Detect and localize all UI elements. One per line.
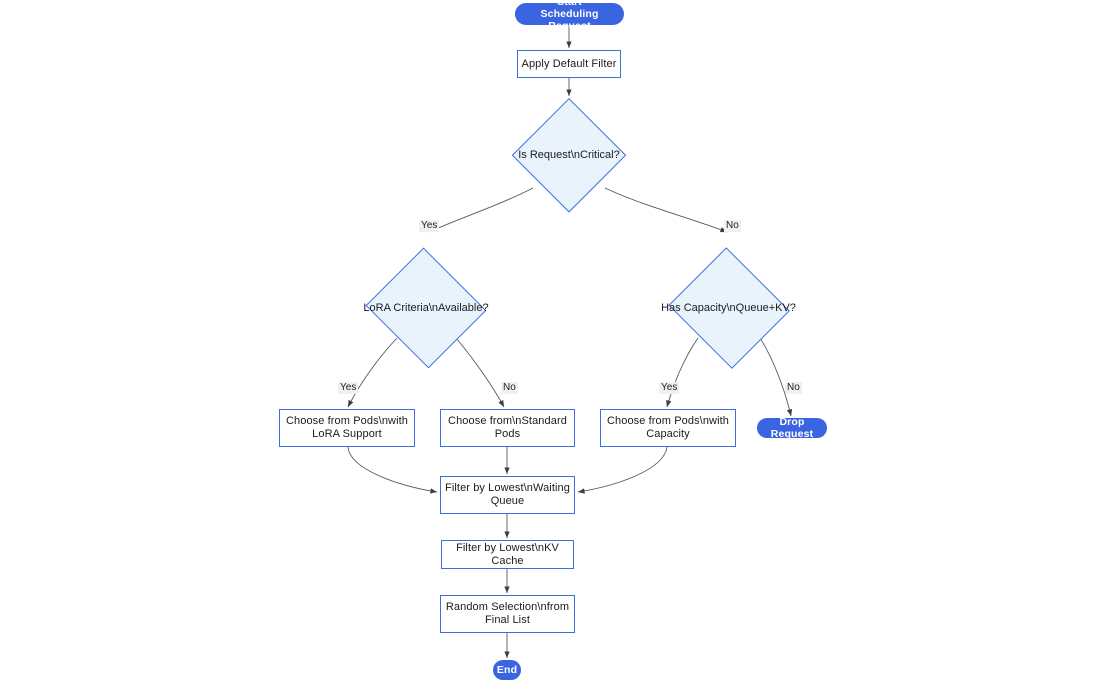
- node-choose-pods-lora-support-label: Choose from Pods\nwith LoRA Support: [285, 415, 409, 440]
- node-is-request-critical[interactable]: Is Request\nCritical?: [512, 98, 626, 212]
- edge-label-critical-yes: Yes: [419, 220, 440, 232]
- edge-capacity-to-drop: [759, 337, 793, 417]
- node-filter-lowest-waiting-queue-label: Filter by Lowest\nWaiting Queue: [445, 482, 570, 507]
- edge-label-lora-no: No: [501, 382, 518, 394]
- edge-label-lora-yes: Yes: [338, 382, 359, 394]
- node-apply-default-filter[interactable]: Apply Default Filter: [517, 50, 621, 78]
- edge-pods_cap-to-filter_queue: [577, 446, 668, 494]
- edge-pods_lora-to-filter_queue: [347, 446, 438, 494]
- node-random-selection-final-list[interactable]: Random Selection\nfrom Final List: [440, 595, 575, 633]
- edge-label-capacity-no: No: [785, 382, 802, 394]
- node-choose-standard-pods[interactable]: Choose from\nStandard Pods: [440, 409, 575, 447]
- edge-lora-to-pods_std: [455, 337, 505, 408]
- edge-label-capacity-yes: Yes: [659, 382, 680, 394]
- node-choose-pods-lora-support[interactable]: Choose from Pods\nwith LoRA Support: [279, 409, 415, 447]
- edge-capacity-to-pods_cap: [666, 337, 699, 408]
- node-drop-request-label: Drop Request: [770, 416, 814, 440]
- node-choose-pods-capacity-label: Choose from Pods\nwith Capacity: [606, 415, 730, 440]
- edge-label-critical-no: No: [724, 220, 741, 232]
- node-end-label: End: [496, 664, 518, 676]
- node-lora-criteria-available-label: LoRA Criteria\nAvailable?: [363, 301, 489, 314]
- node-apply-default-filter-label: Apply Default Filter: [521, 57, 617, 70]
- node-filter-lowest-waiting-queue[interactable]: Filter by Lowest\nWaiting Queue: [440, 476, 575, 514]
- node-choose-standard-pods-label: Choose from\nStandard Pods: [448, 415, 567, 440]
- node-filter-lowest-kv-cache[interactable]: Filter by Lowest\nKV Cache: [441, 540, 574, 569]
- node-start[interactable]: Start Scheduling Request: [515, 0, 624, 32]
- node-choose-pods-capacity[interactable]: Choose from Pods\nwith Capacity: [600, 409, 736, 447]
- node-is-request-critical-label: Is Request\nCritical?: [518, 148, 620, 161]
- node-start-label: Start Scheduling Request: [540, 0, 599, 32]
- node-random-selection-final-list-label: Random Selection\nfrom Final List: [445, 601, 570, 626]
- node-has-capacity-queue-kv[interactable]: Has Capacity\nQueue+KV?: [661, 247, 796, 369]
- node-lora-criteria-available[interactable]: LoRA Criteria\nAvailable?: [363, 247, 489, 369]
- node-has-capacity-queue-kv-label: Has Capacity\nQueue+KV?: [661, 301, 796, 314]
- node-drop-request[interactable]: Drop Request: [757, 416, 827, 440]
- edge-critical-to-capacity: [604, 187, 728, 233]
- edge-lora-to-pods_lora: [347, 337, 398, 408]
- node-end[interactable]: End: [493, 660, 521, 680]
- node-filter-lowest-kv-cache-label: Filter by Lowest\nKV Cache: [456, 541, 559, 567]
